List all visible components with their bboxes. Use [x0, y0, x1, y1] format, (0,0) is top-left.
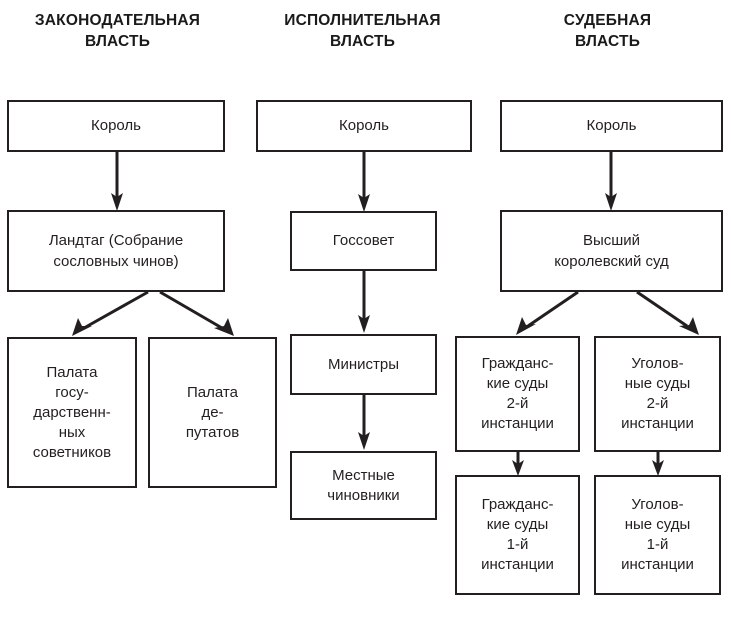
- column-header-judicial: СУДЕБНАЯ ВЛАСТЬ: [563, 12, 652, 50]
- node-local-officials[interactable]: Местные чиновники: [290, 451, 437, 520]
- node-chamber-of-state-councillors[interactable]: Палата госу- дарственн- ных советников: [7, 337, 137, 488]
- node-executive-king[interactable]: Король: [256, 100, 472, 152]
- column-header-legislative: ЗАКОНОДАТЕЛЬНАЯ ВЛАСТЬ: [34, 12, 201, 50]
- node-chamber-of-deputies[interactable]: Палата де- путатов: [148, 337, 277, 488]
- edge-criminal-second-to-first-instance: [651, 452, 665, 477]
- node-supreme-royal-court[interactable]: Высший королевский суд: [500, 210, 723, 292]
- node-civil-courts-second-instance[interactable]: Гражданс- кие суды 2-й инстанции: [455, 336, 580, 452]
- edge-executive-king-to-state-council: [357, 152, 371, 214]
- edge-landtag-to-chambers: [60, 290, 240, 340]
- node-criminal-courts-second-instance[interactable]: Уголов- ные суды 2-й инстанции: [594, 336, 721, 452]
- edge-civil-second-to-first-instance: [511, 452, 525, 477]
- edge-judicial-king-to-supreme-court: [604, 152, 618, 212]
- node-state-council[interactable]: Госсовет: [290, 211, 437, 271]
- column-header-executive: ИСПОЛНИТЕЛЬНАЯ ВЛАСТЬ: [284, 12, 441, 50]
- edge-ministers-to-local-officials: [357, 395, 371, 452]
- edge-legislative-king-to-landtag: [110, 152, 124, 212]
- edge-supreme-court-to-second-instance: [500, 290, 715, 340]
- edge-state-council-to-ministers: [357, 271, 371, 335]
- node-ministers[interactable]: Министры: [290, 334, 437, 395]
- node-legislative-king[interactable]: Король: [7, 100, 225, 152]
- node-judicial-king[interactable]: Король: [500, 100, 723, 152]
- node-criminal-courts-first-instance[interactable]: Уголов- ные суды 1-й инстанции: [594, 475, 721, 595]
- node-legislative-landtag[interactable]: Ландтаг (Собрание сословных чинов): [7, 210, 225, 292]
- node-civil-courts-first-instance[interactable]: Гражданс- кие суды 1-й инстанции: [455, 475, 580, 595]
